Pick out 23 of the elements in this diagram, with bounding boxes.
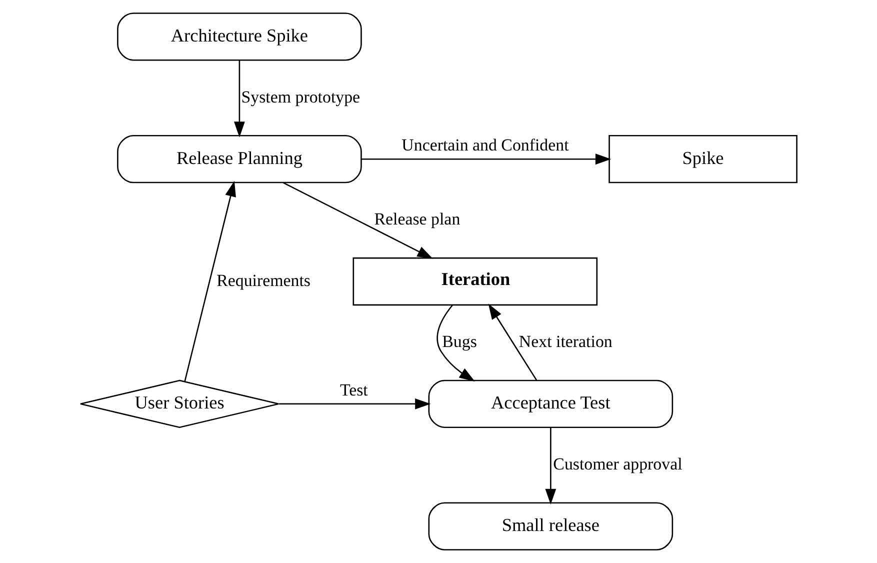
arrow: [436, 304, 475, 382]
arrow: [545, 428, 556, 505]
edge-label: Bugs: [442, 332, 477, 352]
edge-label: Release plan: [374, 210, 460, 229]
node-diamond: User Stories: [80, 380, 280, 428]
node-box: Acceptance Test: [428, 380, 674, 428]
edge-label: Uncertain and Confident: [402, 136, 569, 154]
edge-label: Requirements: [216, 270, 310, 290]
node-box: Small release: [428, 502, 674, 550]
node-box: Spike: [608, 135, 798, 184]
node-box: Iteration: [352, 257, 598, 306]
arrow: [488, 304, 538, 381]
node-box: Architecture Spike: [117, 12, 362, 61]
arrow: [282, 182, 433, 259]
edge-label: System prototype: [241, 87, 360, 106]
edge-label: Customer approval: [553, 454, 682, 474]
arrow: [184, 180, 236, 382]
arrow: [361, 154, 612, 165]
arrow: [234, 60, 245, 138]
node-box: Release Planning: [117, 135, 362, 184]
edge-label: Next iteration: [518, 332, 612, 352]
arrow: [279, 398, 431, 410]
edge-label: Test: [340, 380, 368, 400]
